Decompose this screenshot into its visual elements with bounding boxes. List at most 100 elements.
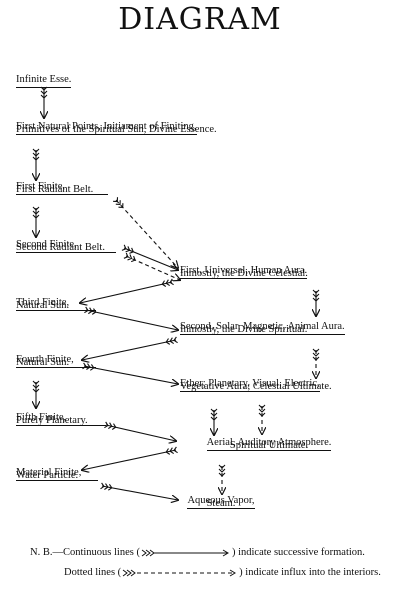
arrow-animal-to-fourth-feather [169,337,175,345]
arrow-natural-sun-to-animal-feather [88,307,93,315]
node-animal-aura: Second, Solar, Magnetic, Animal Aura. In… [180,320,345,336]
arrow-aerial-to-aqueous-feather [218,472,226,477]
label-natural-sun-2: Natural Sun. [16,357,70,368]
arrow-points-to-first-finite-feather [32,156,40,161]
arrow-natural-sun-to-animal [85,309,178,330]
node-first-natural-points: First Natural Points, Initiament of Fini… [16,120,217,136]
arrow-animal-to-ether-feather [312,348,320,353]
arrow-first-to-second-finite-feather [32,214,40,219]
node-aqueous: Aqueous Vapor, Steam. [180,494,262,510]
label-aerial-2: Spiritual Ultimate. [229,440,309,451]
legend-continuous-suffix: ) indicate successive formation. [231,547,365,558]
arrow-radiant2-to-animal-feather [127,254,133,261]
arrow-natural-sun2-to-ether-feather [82,362,87,370]
arrow-radiant2-to-aura-feather [129,247,135,254]
arrow-ether-to-aerial-left-feather [210,412,218,417]
arrow-aura-to-third-finite [80,281,173,303]
legend-dotted-arrow-icon [122,569,237,577]
arrow-ether-to-aerial-right-feather [258,408,266,413]
arrow-ether-to-aerial-left-feather [210,416,218,421]
arrow-first-to-second-finite-feather [32,210,40,215]
arrow-aura-to-third-finite-feather [169,278,174,286]
label-human-aura-2: Inmostly, the Divine Celestial. [180,268,308,279]
arrow-aura-to-third-finite-feather [165,279,171,287]
legend-nb-prefix: N. B.—Continuous lines ( [30,547,140,558]
label-ether-1: Ether; Planetary, Visual, Electric, [180,377,320,392]
arrow-radiant1-to-aura-feather [115,200,121,205]
arrow-radiant2-to-animal-feather [123,252,129,259]
node-first-finite: First Finite, First Radiant Belt. [16,180,108,196]
arrow-ether-to-aerial-right-feather [258,412,266,417]
node-aerial: Aerial, Auditory Atmosphere. Spiritual U… [180,436,358,452]
label-aqueous-1: Aqueous Vapor, [187,494,255,509]
arrow-aura-to-animal-feather [312,289,320,294]
arrow-purely-to-aerial-feather [104,421,109,429]
legend-dotted: Dotted lines ( ) indicate influx into th… [64,567,381,578]
arrow-natural-sun2-to-ether [83,365,178,384]
label-ether-2: Vegetative Aura; Celestial Ultimate. [180,381,332,392]
label-aerial-1: Aerial, Auditory Atmosphere. [206,436,332,451]
label-fourth-finite: Fourth Finite, [16,353,96,368]
node-material-finite: Material Finite, Water Particle. [16,466,98,482]
arrow-fourth-to-fifth-feather [32,380,40,385]
arrow-natural-sun2-to-ether-feather [86,363,91,370]
node-human-aura: First, Universal, Human Aura. Inmostly, … [180,264,308,280]
label-fifth-finite: Fifth Finite, [16,411,106,426]
legend-dotted-prefix: Dotted lines ( [64,567,122,578]
label-third-finite: Third Finite, [16,296,96,311]
arrow-radiant1-to-aura-feather [118,203,124,208]
legend-dotted-suffix: ) indicate influx into the interiors. [239,567,381,578]
arrow-purely-to-aerial-feather [107,422,113,430]
arrow-natural-sun-to-animal-feather [91,308,97,315]
arrow-esse-to-points-feather [40,90,48,95]
arrow-animal-to-fourth-feather [173,336,178,344]
arrow-purely-to-aerial [105,424,176,441]
diagram-title: DIAGRAM [118,2,282,37]
node-second-finite: Second Finite, Second Radiant Belt. [16,238,116,254]
label-purely-planetary: Purely Planetary. [16,415,88,426]
arrow-aerial-to-aqueous-feather [218,468,226,473]
arrow-aura-to-animal-feather [312,293,320,298]
arrow-points-to-first-finite-feather [32,148,40,153]
label-second-radiant: Second Radiant Belt. [16,242,105,253]
arrow-fourth-to-fifth-feather [32,384,40,389]
arrow-ether-to-aerial-left-feather [210,408,218,413]
label-first-radiant: First Radiant Belt. [16,184,94,195]
arrow-aerial-to-aqueous-feather [218,464,226,469]
arrow-esse-to-points-feather [40,94,48,99]
node-third-finite: Third Finite, Natural Sun. [16,296,96,312]
label-first-natural-2: Primitives of the Spiritual Sun, Divine … [16,124,217,135]
arrow-radiant2-to-aura-feather [121,244,127,251]
arrow-animal-to-fourth [82,339,177,360]
arrow-aerial-to-material [82,449,177,470]
label-infinite-esse: Infinite Esse. [16,73,72,88]
arrow-water-to-aqueous-feather [100,482,105,490]
legend-continuous: N. B.—Continuous lines ( ) indicate succ… [30,547,365,558]
arrow-aerial-to-material-feather [173,446,178,454]
label-natural-sun-1: Natural Sun. [16,300,70,311]
label-animal-aura-1: Second, Solar, Magnetic, Animal Aura. [180,320,345,335]
arrow-water-to-aqueous-feather [104,483,109,490]
arrow-purely-to-aerial-feather [111,423,117,430]
arrow-ether-to-aerial-right-feather [258,404,266,409]
arrow-radiant1-to-aura [115,199,178,268]
label-animal-aura-2: Inmostly, the Divine Spiritual. [180,324,308,335]
node-infinite-esse: Infinite Esse. [16,73,72,88]
arrow-esse-to-points-feather [40,86,48,91]
node-ether: Ether; Planetary, Visual, Electric, Vege… [180,377,332,393]
arrow-fourth-to-fifth-feather [32,388,40,393]
label-first-natural-1: First Natural Points, Initiament of Fini… [16,120,197,135]
label-material-finite: Material Finite, [16,466,98,481]
arrow-natural-sun2-to-ether-feather [89,364,95,371]
arrow-points-to-first-finite-feather [32,152,40,157]
arrow-aerial-to-material-feather [165,448,171,455]
label-second-finite: Second Finite, [16,238,116,253]
legend-continuous-arrow-icon [141,549,229,557]
arrow-radiant1-to-aura-feather [113,197,119,203]
arrow-aura-to-animal-feather [312,297,320,302]
node-fifth-finite: Fifth Finite, Purely Planetary. [16,411,106,427]
arrow-radiant2-to-animal-feather [131,255,136,263]
label-human-aura-1: First, Universal, Human Aura. [180,264,308,279]
